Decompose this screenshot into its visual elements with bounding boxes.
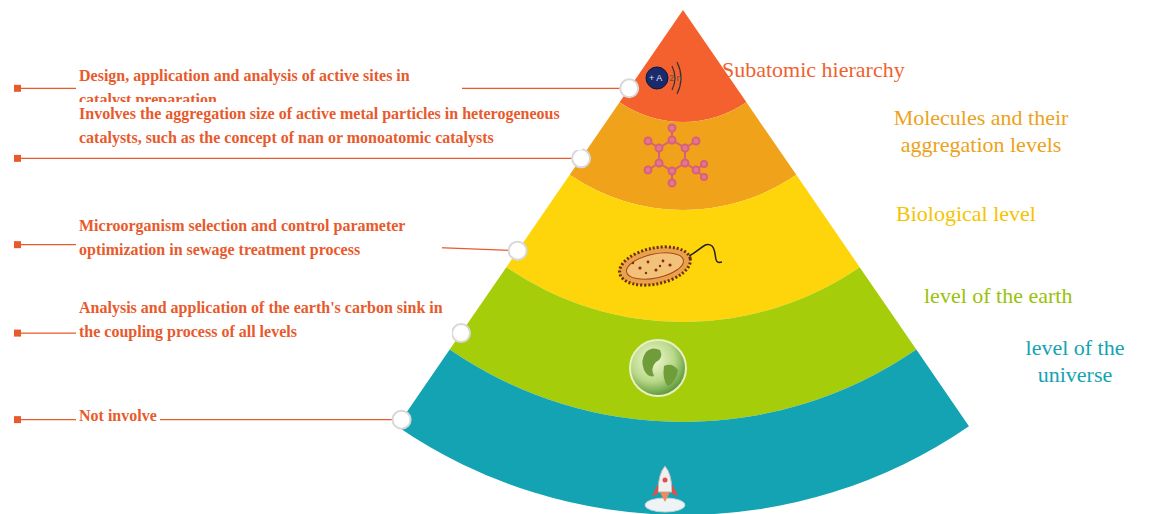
globe-icon [630,340,686,396]
atom-shell-label: 2 n [669,73,682,83]
molecule-icon [645,125,708,187]
atom-charge: + A [649,73,662,83]
leader-line [18,158,581,159]
level-name: Molecules and their aggregation levels [846,104,1116,158]
level-band: level of the earth [924,282,1072,309]
level-name: level of the universe [1008,334,1142,388]
leader-square [14,416,21,423]
level-name: level of the earth [924,282,1072,309]
level-band: Molecules and their aggregation levels [846,104,1116,158]
band-dot [620,79,638,97]
band-dot [509,242,527,260]
level-name: Subatomic hierarchy [722,56,905,83]
band-dot [393,411,411,429]
level-band: Subatomic hierarchy [722,56,905,83]
atom-icon [646,62,681,94]
callout-text: Analysis and application of the earth's … [76,296,452,344]
callout-text: Microorganism selection and control para… [76,214,442,262]
rocket-icon [645,466,685,512]
leader-square [14,241,21,248]
leader-square [14,85,21,92]
level-band: Biological level [896,200,1036,227]
callout-text: Not involve [76,404,160,428]
level-band: level of the universe [1008,334,1142,388]
level-name: Biological level [896,200,1036,227]
band-dot [572,149,590,167]
leader-square [14,330,21,337]
leader-square [14,155,21,162]
fan-bands [397,10,969,514]
leader-lines [14,85,629,423]
band-dot [452,324,470,342]
callout-text: Involves the aggregation size of active … [76,102,582,150]
bacterium-icon [616,241,722,291]
